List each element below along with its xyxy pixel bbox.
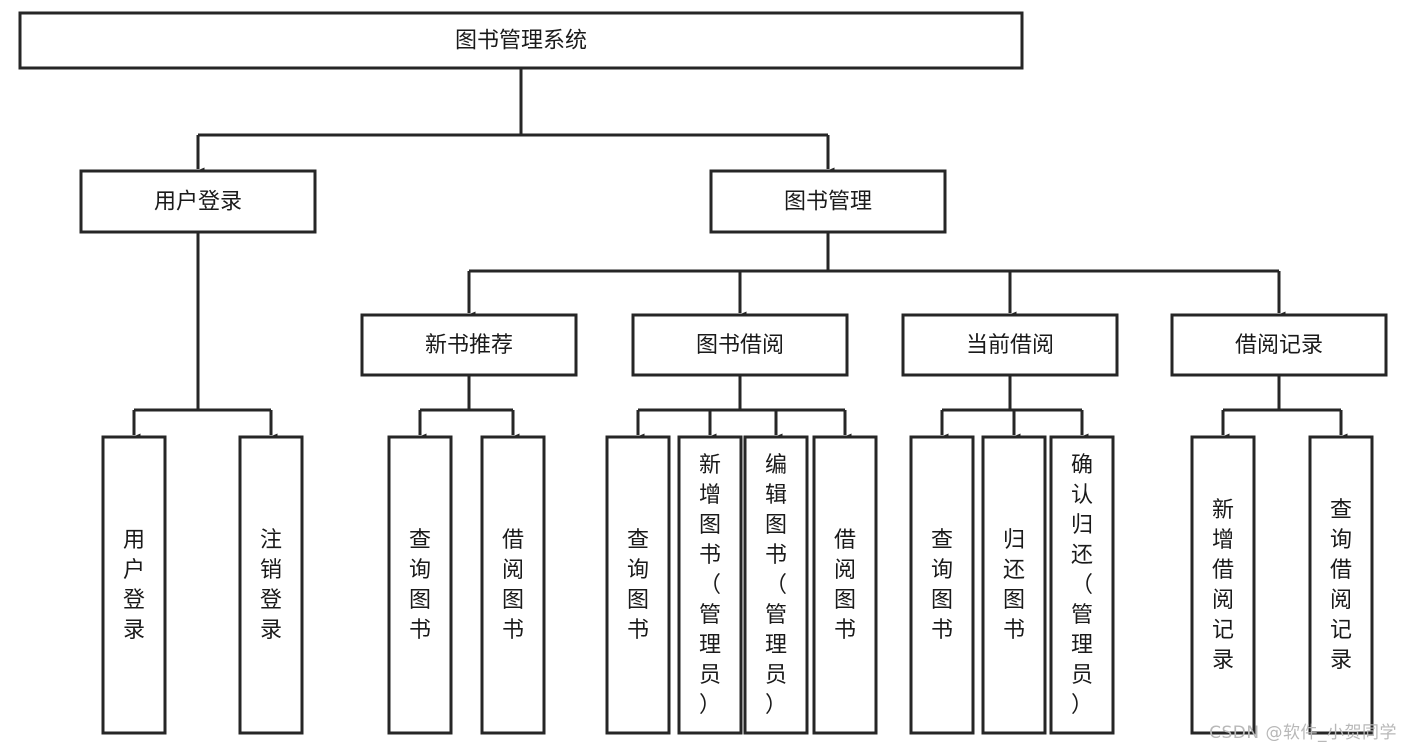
- node-label: 图书管理系统: [455, 29, 587, 54]
- node-label: 查询图书: [627, 528, 649, 643]
- node-label: 当前借阅: [966, 333, 1054, 358]
- node-box: [1190, 435, 1256, 735]
- node-new-book-rec[interactable]: 新书推荐: [360, 313, 578, 377]
- node-label: 借阅图书: [834, 528, 856, 643]
- node-book-borrow[interactable]: 图书借阅: [631, 313, 849, 377]
- node-label: 新增借阅记录: [1212, 498, 1234, 673]
- node-box: [1308, 435, 1374, 735]
- node-label: 借阅图书: [502, 528, 524, 643]
- node-leaf-user-login[interactable]: 用户登录: [101, 435, 167, 735]
- node-box: [18, 11, 1024, 70]
- node-label: 新书推荐: [425, 333, 513, 358]
- node-root[interactable]: 图书管理系统: [18, 11, 1024, 70]
- node-leaf-borrow-book-2[interactable]: 借阅图书: [812, 435, 878, 735]
- node-box: [981, 435, 1047, 735]
- node-leaf-add-record[interactable]: 新增借阅记录: [1190, 435, 1256, 735]
- node-label: 用户登录: [154, 190, 242, 215]
- node-label: 查询图书: [409, 528, 431, 643]
- edge-group-new_book_rec: [413, 375, 520, 445]
- node-box: [238, 435, 304, 735]
- node-leaf-confirm-return[interactable]: 确认归还（管理员）: [1049, 435, 1115, 735]
- node-label: 确认归还（管理员）: [1071, 453, 1093, 718]
- node-box: [631, 313, 849, 377]
- node-borrow-record[interactable]: 借阅记录: [1170, 313, 1388, 377]
- node-box: [101, 435, 167, 735]
- edge-group-book_borrow: [631, 375, 852, 445]
- node-current-borrow[interactable]: 当前借阅: [901, 313, 1119, 377]
- node-label: 用户登录: [123, 528, 145, 643]
- node-box: [909, 435, 975, 735]
- edge-layer: [127, 68, 1348, 445]
- node-label: 归还图书: [1003, 528, 1025, 643]
- node-label: 查询借阅记录: [1330, 498, 1352, 673]
- node-leaf-borrow-book-1[interactable]: 借阅图书: [480, 435, 546, 735]
- node-leaf-query-book-2[interactable]: 查询图书: [605, 435, 671, 735]
- node-box: [1049, 435, 1115, 735]
- node-user-login[interactable]: 用户登录: [79, 169, 317, 234]
- edge-group-book_manage: [462, 232, 1286, 323]
- node-box: [79, 169, 317, 234]
- node-box: [605, 435, 671, 735]
- node-leaf-edit-book[interactable]: 编辑图书（管理员）: [743, 435, 809, 735]
- node-box: [1170, 313, 1388, 377]
- node-label: 图书管理: [784, 190, 872, 215]
- node-leaf-add-book[interactable]: 新增图书（管理员）: [677, 435, 743, 735]
- edge-group-root: [191, 68, 835, 179]
- node-box: [480, 435, 546, 735]
- edge-group-user_login: [127, 232, 278, 445]
- node-book-manage[interactable]: 图书管理: [709, 169, 947, 234]
- node-box: [812, 435, 878, 735]
- node-leaf-user-logout[interactable]: 注销登录: [238, 435, 304, 735]
- node-box: [901, 313, 1119, 377]
- node-label: 注销登录: [260, 528, 282, 643]
- node-leaf-return-book[interactable]: 归还图书: [981, 435, 1047, 735]
- node-box: [387, 435, 453, 735]
- node-box: [677, 435, 743, 735]
- watermark-text: CSDN @软件_小贺同学: [1209, 723, 1397, 743]
- node-box: [743, 435, 809, 735]
- node-label: 图书借阅: [696, 333, 784, 358]
- node-box: [360, 313, 578, 377]
- edge-group-current_borrow: [935, 375, 1089, 445]
- node-leaf-query-record[interactable]: 查询借阅记录: [1308, 435, 1374, 735]
- node-label: 借阅记录: [1235, 333, 1323, 358]
- node-label: 编辑图书（管理员）: [765, 453, 787, 718]
- node-label: 查询图书: [931, 528, 953, 643]
- node-box: [709, 169, 947, 234]
- edge-group-borrow_record: [1216, 375, 1348, 445]
- node-leaf-query-book-3[interactable]: 查询图书: [909, 435, 975, 735]
- node-layer: 图书管理系统用户登录图书管理新书推荐图书借阅当前借阅借阅记录用户登录注销登录查询…: [18, 11, 1388, 735]
- node-label: 新增图书（管理员）: [699, 453, 721, 718]
- node-leaf-query-book-1[interactable]: 查询图书: [387, 435, 453, 735]
